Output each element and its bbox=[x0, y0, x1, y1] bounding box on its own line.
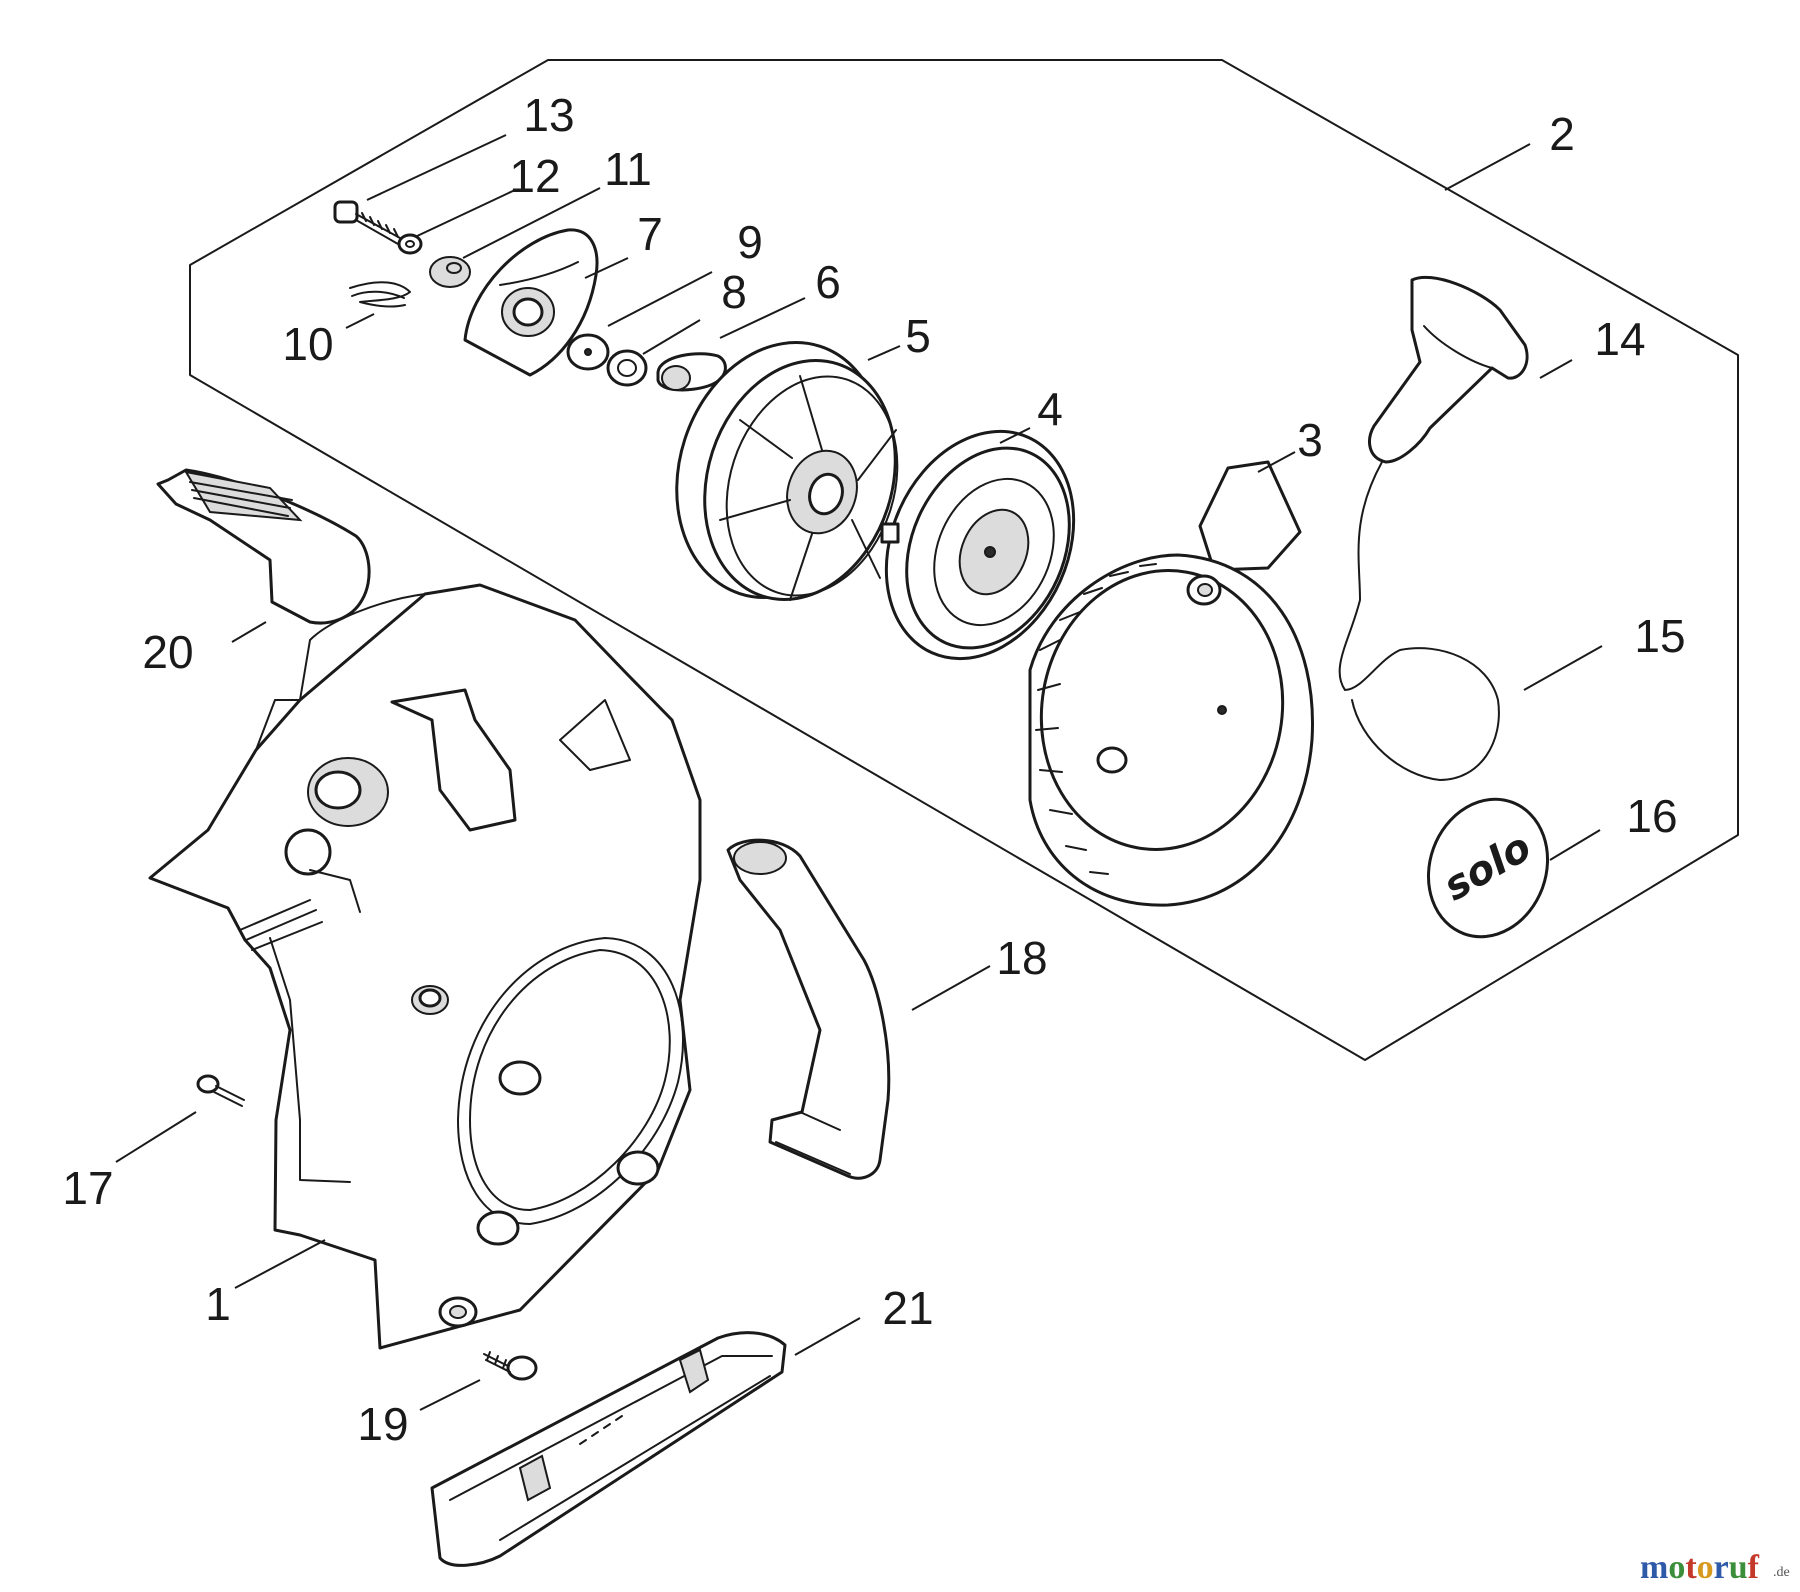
watermark-text: motoruf bbox=[1640, 1549, 1760, 1586]
callout-6: 6 bbox=[815, 256, 841, 308]
callout-10: 10 bbox=[282, 318, 333, 370]
part-plate-7 bbox=[463, 228, 599, 377]
part-washer-9 bbox=[566, 333, 610, 371]
callout-15: 15 bbox=[1634, 610, 1685, 662]
part-side-cover-18 bbox=[726, 838, 891, 1180]
callout-21: 21 bbox=[882, 1282, 933, 1334]
part-rope-15 bbox=[1338, 461, 1500, 781]
callout-2: 2 bbox=[1549, 108, 1575, 160]
part-screw-19 bbox=[483, 1351, 538, 1381]
callout-8: 8 bbox=[721, 266, 747, 318]
part-washer-12 bbox=[397, 233, 423, 255]
callout-17: 17 bbox=[62, 1162, 113, 1214]
part-screw-13 bbox=[333, 200, 401, 245]
part-bottom-plate-21 bbox=[430, 1331, 787, 1567]
callout-14: 14 bbox=[1594, 313, 1645, 365]
callout-16: 16 bbox=[1626, 790, 1677, 842]
callout-13: 13 bbox=[523, 89, 574, 141]
leader-lines bbox=[115, 134, 1603, 1411]
callout-9: 9 bbox=[737, 216, 763, 268]
watermark: motoruf .de bbox=[1640, 1549, 1790, 1586]
callout-4: 4 bbox=[1037, 383, 1063, 435]
part-badge-16: solo bbox=[1426, 797, 1550, 939]
part-handle-14 bbox=[1368, 275, 1529, 464]
callout-7: 7 bbox=[637, 208, 663, 260]
callout-11: 11 bbox=[604, 143, 652, 195]
part-spring-housing-4 bbox=[880, 429, 1076, 661]
callout-12: 12 bbox=[509, 150, 560, 202]
part-clip-10 bbox=[349, 281, 411, 308]
callout-3: 3 bbox=[1297, 414, 1323, 466]
callout-20: 20 bbox=[142, 626, 193, 678]
part-housing-1 bbox=[148, 583, 702, 1350]
callout-1: 1 bbox=[205, 1278, 231, 1330]
callout-18: 18 bbox=[996, 932, 1047, 984]
watermark-suffix: .de bbox=[1773, 1565, 1790, 1580]
part-pawl-6 bbox=[656, 352, 727, 392]
part-starter-cover-3 bbox=[1028, 460, 1314, 907]
part-filter-cover-20 bbox=[156, 468, 371, 625]
part-washer-8 bbox=[606, 349, 648, 387]
callout-19: 19 bbox=[357, 1398, 408, 1450]
callout-5: 5 bbox=[905, 310, 931, 362]
assembly-outline bbox=[189, 59, 1739, 1061]
part-pulley-5 bbox=[675, 341, 899, 601]
part-bushing-11 bbox=[429, 256, 471, 288]
part-screw-17 bbox=[196, 1074, 245, 1107]
